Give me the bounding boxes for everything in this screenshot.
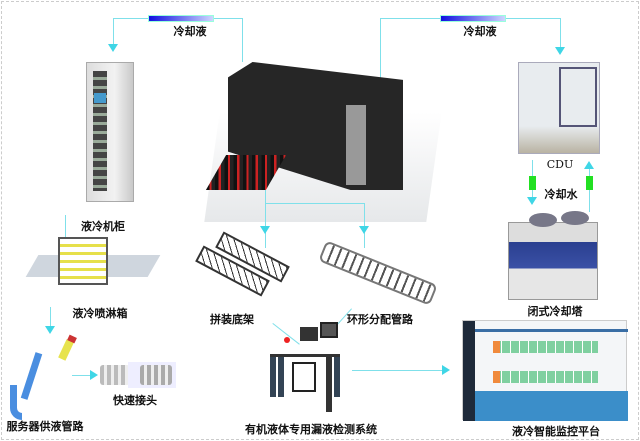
closed-cooling-tower-image <box>508 211 598 300</box>
container-door <box>346 105 366 185</box>
cooling-water-label: 冷却水 <box>544 188 578 201</box>
quick-connector-label: 快速接头 <box>113 394 157 407</box>
arrow-right-icon <box>90 370 98 380</box>
server-supply-pipe-image <box>10 334 80 420</box>
quick-connector-image <box>100 365 130 385</box>
arrow-down-icon <box>45 326 55 334</box>
water-green-marker <box>586 176 593 190</box>
arrow-up-icon <box>584 161 594 169</box>
coolant-label-right: 冷却液 <box>463 25 497 38</box>
coolant-gradient-bar <box>148 15 214 22</box>
flow-line <box>265 203 364 204</box>
flow-line <box>265 190 266 248</box>
water-line-up <box>589 168 590 212</box>
quick-connector-image-2 <box>128 362 176 388</box>
coolant-label-left: 冷却液 <box>173 25 207 38</box>
base-frame-label: 拼装底架 <box>210 313 254 326</box>
coolant-line-left-down <box>113 18 114 45</box>
arrow-down-icon <box>359 226 369 234</box>
ring-pipes-label: 环形分配管路 <box>347 313 413 326</box>
arrow-down-icon <box>108 44 118 52</box>
rack-label: 液冷机柜 <box>81 220 125 233</box>
cooling-tower-label: 闭式冷却塔 <box>527 305 583 318</box>
server-pipes-label: 服务器供液管路 <box>6 420 84 433</box>
monitoring-label: 液冷智能监控平台 <box>512 425 600 438</box>
coolant-line-right-up <box>380 18 381 80</box>
liquid-cooled-rack-image <box>86 62 134 202</box>
monitoring-platform-screenshot <box>462 320 628 421</box>
flow-line <box>352 370 444 371</box>
arrow-down-icon <box>260 226 270 234</box>
flow-line <box>50 307 51 327</box>
arrow-down-icon <box>555 47 565 55</box>
arrow-down-icon <box>527 197 537 205</box>
water-green-marker <box>529 176 536 190</box>
leak-detection-system-image <box>270 322 360 422</box>
coolant-gradient-bar <box>440 15 506 22</box>
cdu-label: CDU <box>546 158 574 171</box>
leak-detection-label: 有机液体专用漏液检测系统 <box>245 423 377 436</box>
flow-line <box>72 375 92 376</box>
coolant-line-left-up <box>242 18 243 62</box>
arrow-right-icon <box>442 365 450 375</box>
cdu-image <box>518 62 600 154</box>
coolant-line-right-down <box>560 18 561 48</box>
flow-line <box>364 203 365 248</box>
spray-box-label: 液冷喷淋箱 <box>72 307 128 320</box>
liquid-spray-box-image <box>58 237 108 285</box>
flow-line <box>65 215 66 255</box>
